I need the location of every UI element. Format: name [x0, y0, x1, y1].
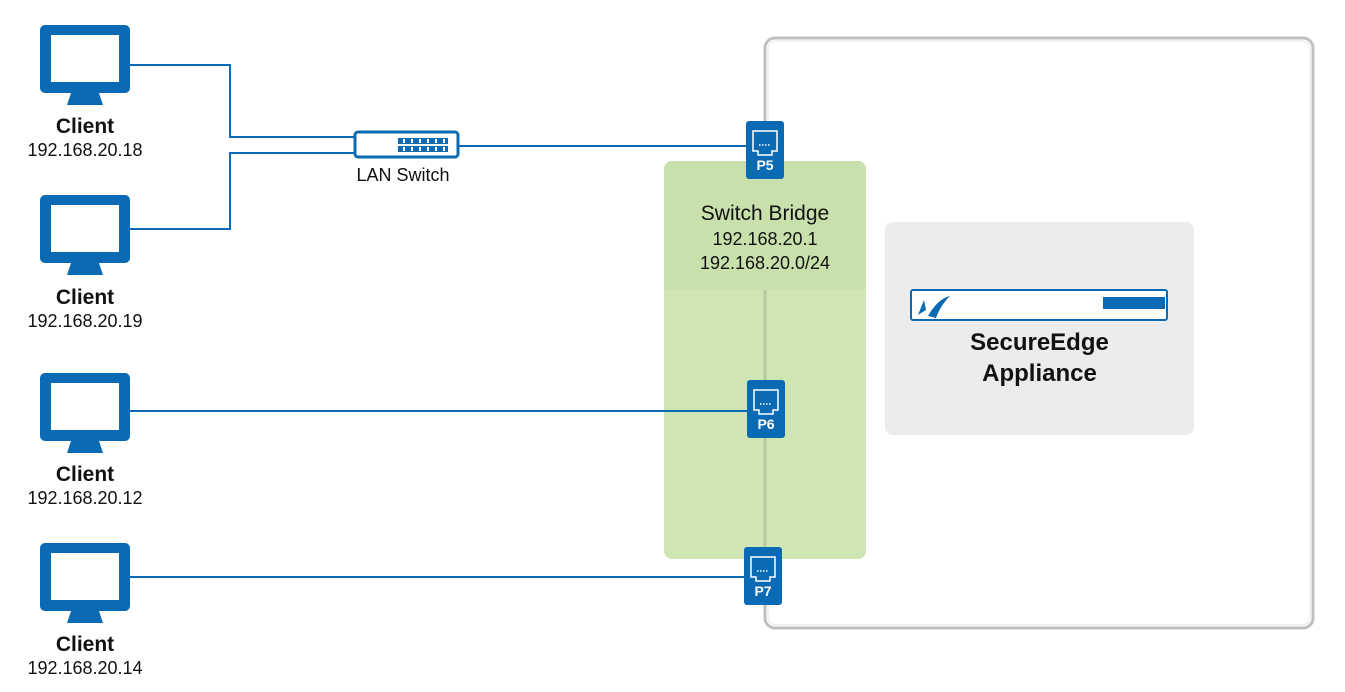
appliance-label: SecureEdge Appliance	[886, 327, 1193, 389]
client-label-1: Client 192.168.20.18	[0, 115, 170, 161]
monitor-icon	[40, 543, 130, 623]
link-client-2-switch	[130, 152, 355, 230]
connection-lines	[130, 64, 747, 578]
client-name: Client	[55, 115, 115, 138]
client-name: Client	[55, 463, 115, 486]
port-label-p5: P5	[756, 157, 774, 173]
appliance-panel	[885, 222, 1194, 435]
client-name: Client	[55, 286, 115, 309]
port-label-p7: P7	[754, 583, 772, 599]
port-p6	[747, 380, 785, 438]
client-ip: 192.168.20.14	[27, 658, 143, 678]
link-client-1-switch	[130, 64, 355, 138]
appliance-label-line1: SecureEdge	[970, 329, 1109, 356]
port-p7	[744, 547, 782, 605]
port-label-p6: P6	[757, 416, 775, 432]
switch-bridge-ip: 192.168.20.1	[712, 229, 818, 249]
switch-bridge-subnet: 192.168.20.0/24	[699, 253, 831, 273]
port-p5	[746, 121, 784, 179]
lan-switch-icon	[353, 130, 460, 159]
lan-switch-label: LAN Switch	[356, 165, 450, 185]
monitor-icon	[40, 25, 130, 105]
client-label-3: Client 192.168.20.12	[0, 463, 170, 509]
client-name: Client	[55, 633, 115, 656]
client-label-2: Client 192.168.20.19	[0, 286, 170, 332]
monitor-icon	[40, 373, 130, 453]
client-ip: 192.168.20.19	[27, 311, 143, 331]
switch-bridge-header	[664, 161, 866, 290]
client-label-4: Client 192.168.20.14	[0, 633, 170, 679]
client-ip: 192.168.20.18	[27, 140, 143, 160]
monitor-icon	[40, 195, 130, 275]
appliance-label-line2: Appliance	[982, 360, 1097, 387]
client-ip: 192.168.20.12	[27, 488, 143, 508]
switch-bridge-title: Switch Bridge	[700, 202, 830, 225]
appliance-device-icon	[910, 289, 1168, 321]
switch-bridge-text: Switch Bridge 192.168.20.1 192.168.20.0/…	[666, 201, 864, 275]
